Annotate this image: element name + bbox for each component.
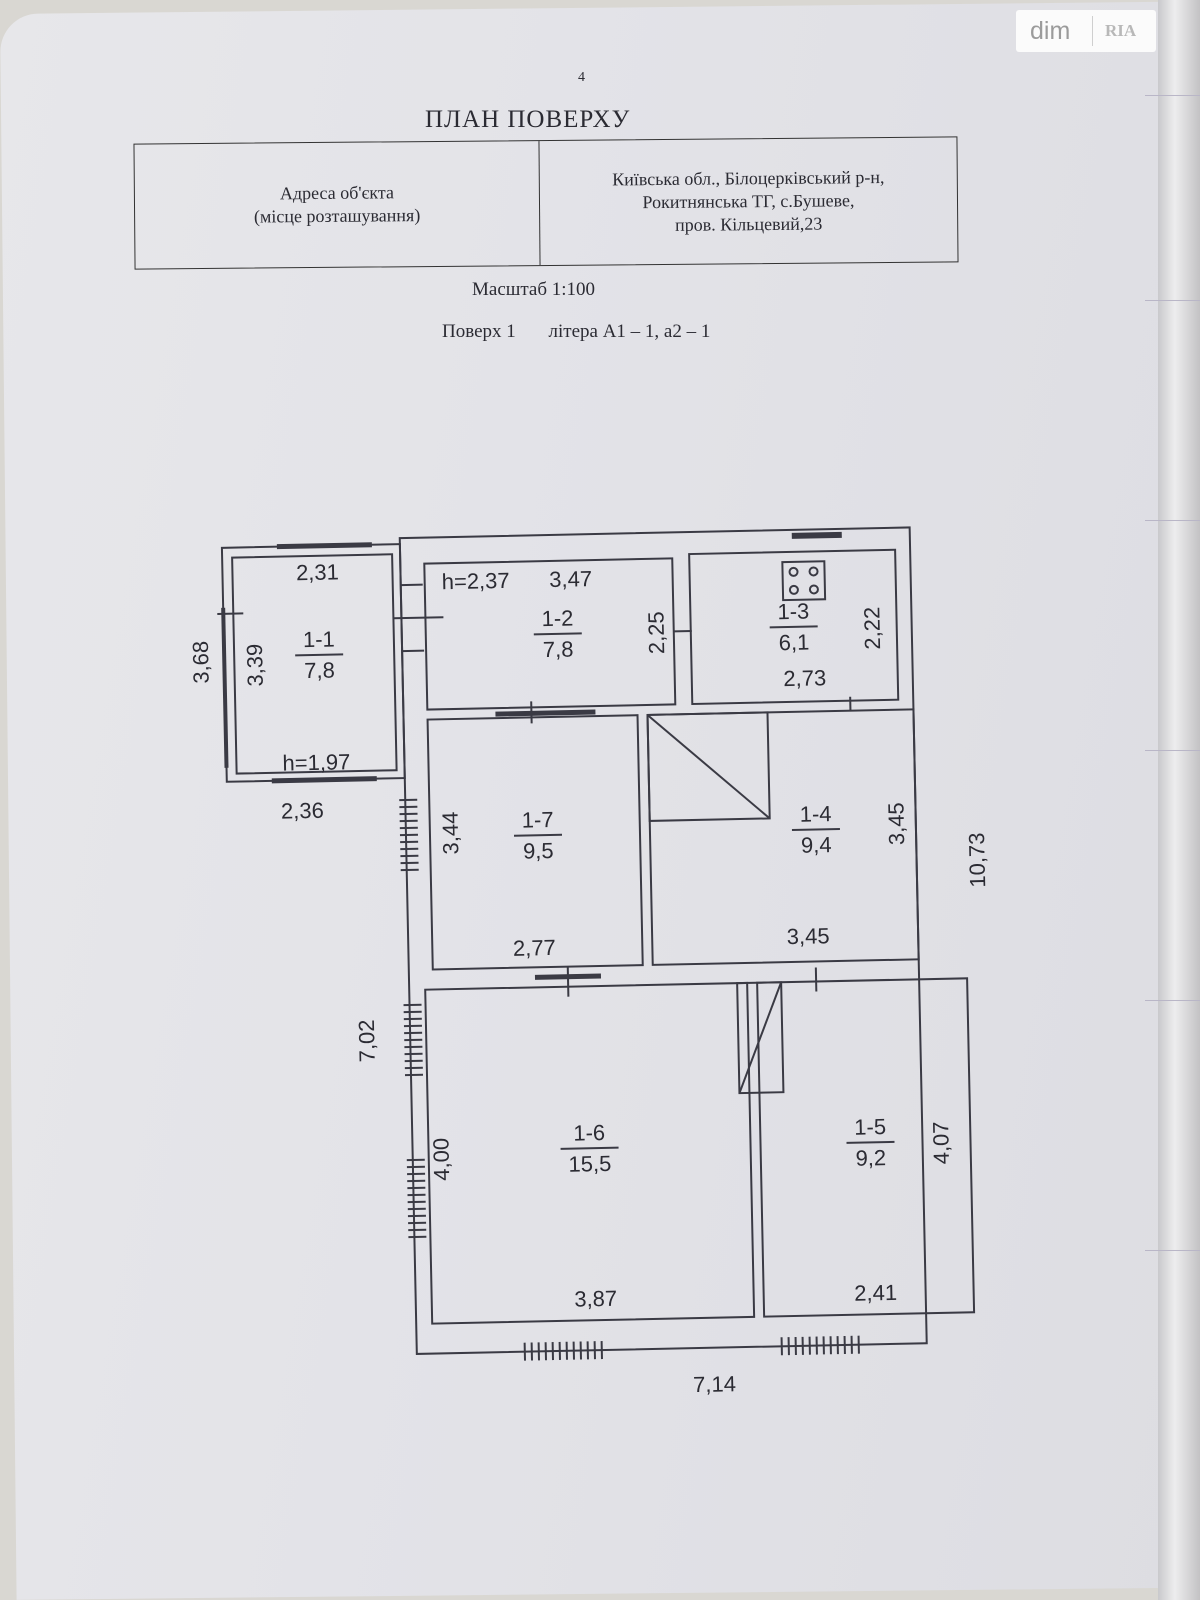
stair-diagonal bbox=[738, 981, 783, 1094]
dim-r1-width: 2,31 bbox=[296, 559, 339, 585]
label-divider bbox=[791, 827, 840, 831]
page-number: 4 bbox=[578, 70, 585, 85]
window-mark bbox=[780, 1335, 865, 1356]
dim-annex-outer-height: 3,68 bbox=[188, 641, 214, 684]
label-divider bbox=[513, 833, 563, 837]
stove-icon bbox=[781, 560, 827, 602]
window-mark bbox=[221, 607, 229, 768]
room-1-4-outline bbox=[646, 708, 920, 966]
scale-label: Масштаб 1:100 bbox=[472, 279, 596, 300]
room-1-1-id: 1-1 bbox=[303, 626, 335, 652]
dim-annex-to-bottom: 7,02 bbox=[354, 1019, 380, 1062]
window-mark bbox=[406, 1158, 427, 1243]
dim-r6-height: 4,00 bbox=[428, 1138, 454, 1181]
burner-icon bbox=[808, 566, 819, 577]
label-divider bbox=[295, 653, 344, 657]
watermark-dim-text: dim bbox=[1030, 16, 1071, 45]
notebook-rule bbox=[1145, 95, 1200, 96]
watermark-separator bbox=[1092, 16, 1093, 46]
room-1-3-area: 6,1 bbox=[778, 630, 809, 656]
notebook-rule bbox=[1145, 520, 1200, 521]
label-divider bbox=[560, 1146, 619, 1150]
room-1-6-id: 1-6 bbox=[573, 1120, 605, 1146]
dim-r7-height: 3,44 bbox=[437, 811, 463, 854]
room-1-1-outline bbox=[231, 553, 398, 775]
dim-r5-height: 4,07 bbox=[928, 1121, 954, 1164]
dim-house-outer-height: 10,73 bbox=[964, 832, 990, 888]
tick bbox=[566, 966, 570, 997]
burner-icon bbox=[788, 584, 799, 595]
notebook-rule bbox=[1145, 300, 1200, 301]
room-1-3-id: 1-3 bbox=[777, 599, 809, 625]
window-mark bbox=[403, 1003, 424, 1080]
room-1-6-outline bbox=[424, 981, 756, 1325]
stair-box bbox=[736, 981, 785, 1095]
dim-r2-height: 2,25 bbox=[643, 611, 669, 654]
dim-r2-ceiling: h=2,37 bbox=[441, 568, 509, 594]
room-1-4-area: 9,4 bbox=[801, 832, 832, 858]
dim-r6-width: 3,87 bbox=[574, 1286, 617, 1312]
dim-r1-ceiling: h=1,97 bbox=[282, 749, 350, 775]
dim-r5-width: 2,41 bbox=[854, 1280, 897, 1306]
dim-r1-height: 3,39 bbox=[242, 643, 268, 686]
window-mark bbox=[791, 531, 842, 539]
notebook-rule bbox=[1145, 750, 1200, 751]
door-mark bbox=[217, 612, 244, 615]
dim-annex-outer-width: 2,36 bbox=[281, 798, 324, 824]
dim-r2-width: 3,47 bbox=[549, 566, 592, 592]
label-divider bbox=[769, 625, 818, 629]
room-1-5-outline bbox=[756, 977, 976, 1318]
litera-label: літера А1 – 1, а2 – 1 bbox=[548, 321, 711, 342]
burner-icon bbox=[808, 584, 819, 595]
room-1-2-id: 1-2 bbox=[541, 605, 573, 631]
burner-icon bbox=[788, 566, 799, 577]
stair-diagonal bbox=[646, 714, 771, 820]
stair-box bbox=[646, 711, 771, 822]
room-1-2-area: 7,8 bbox=[543, 636, 574, 662]
watermark-ria-text: RIA bbox=[1105, 21, 1137, 40]
window-mark bbox=[399, 798, 419, 873]
room-1-5-id: 1-5 bbox=[854, 1114, 886, 1140]
window-mark bbox=[276, 542, 372, 550]
label-divider bbox=[533, 632, 582, 636]
page-stack-edge bbox=[1158, 0, 1200, 1600]
room-1-1-area: 7,8 bbox=[304, 657, 335, 683]
window-mark bbox=[271, 776, 377, 784]
dim-ria-watermark: dim RIA bbox=[1016, 10, 1156, 52]
dim-r3-width: 2,73 bbox=[783, 665, 826, 691]
notebook-rule bbox=[1145, 1250, 1200, 1251]
floor-label: Поверх 1 bbox=[442, 321, 516, 342]
dim-house-outer-width: 7,14 bbox=[693, 1371, 736, 1397]
room-1-4-id: 1-4 bbox=[799, 801, 831, 827]
room-1-3-outline bbox=[688, 548, 900, 706]
dim-r3-height: 2,22 bbox=[859, 607, 885, 650]
room-1-6-area: 15,5 bbox=[568, 1151, 611, 1177]
room-1-7-id: 1-7 bbox=[522, 807, 554, 833]
page-title: ПЛАН ПОВЕРХУ bbox=[425, 106, 631, 133]
room-1-5-area: 9,2 bbox=[855, 1145, 886, 1171]
floor-info: Поверх 1 літера А1 – 1, а2 – 1 bbox=[442, 321, 738, 343]
dim-r7-width: 2,77 bbox=[513, 935, 556, 961]
door-mark bbox=[495, 709, 596, 717]
dim-r4-width: 3,45 bbox=[787, 923, 830, 949]
dim-r4-height: 3,45 bbox=[883, 802, 909, 845]
room-1-7-area: 9,5 bbox=[523, 838, 554, 864]
tick bbox=[814, 967, 818, 992]
notebook-rule bbox=[1145, 1000, 1200, 1001]
label-divider bbox=[846, 1140, 895, 1144]
